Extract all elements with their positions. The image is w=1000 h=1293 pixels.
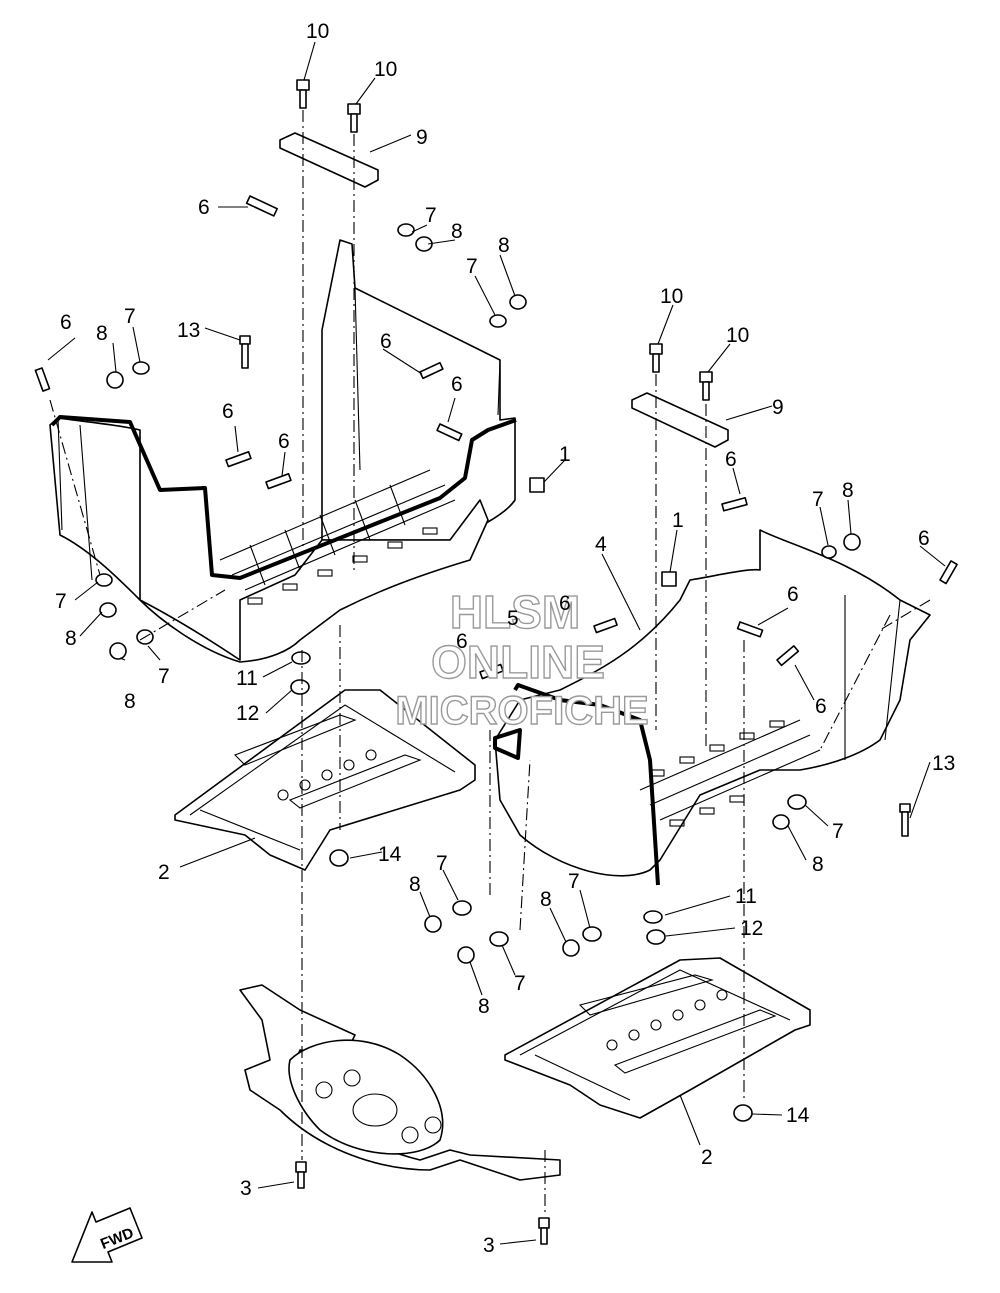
left-step-grid [219, 469, 456, 605]
callout-label: 6 [380, 330, 392, 353]
callout-label: 10 [726, 324, 749, 347]
callout-labels: 10 10 9 6 7 8 8 7 6 8 7 13 6 6 6 6 1 7 8… [55, 20, 955, 1257]
callout-label: 6 [815, 695, 827, 718]
callout-label: 6 [456, 630, 468, 653]
callout-label: 7 [425, 204, 437, 227]
callout-label: 14 [378, 843, 402, 866]
callout-label: 7 [568, 870, 580, 893]
callout-label: 8 [842, 479, 854, 502]
callout-label: 6 [278, 430, 290, 453]
left-skid-plate [174, 689, 476, 871]
callout-label: 12 [236, 702, 259, 725]
bolts [239, 79, 911, 1245]
watermark-line2: ONLINE [431, 636, 605, 688]
callout-label: 6 [222, 400, 234, 423]
callout-label: 10 [660, 285, 683, 308]
callout-label: 11 [735, 885, 757, 908]
callout-label: 4 [595, 533, 607, 556]
callout-label: 8 [96, 322, 108, 345]
right-step-grid [639, 719, 821, 827]
watermark-line1: HLSM [450, 586, 580, 638]
callout-label: 13 [177, 319, 200, 342]
callout-label: 8 [451, 220, 463, 243]
left-footrest-panel [49, 239, 517, 663]
callout-label: 3 [483, 1234, 495, 1257]
callout-label: 7 [466, 255, 478, 278]
callout-label: 9 [772, 396, 784, 419]
callout-label: 1 [559, 443, 571, 466]
callout-label: 8 [540, 888, 552, 911]
callout-label: 13 [932, 752, 955, 775]
callout-label: 2 [158, 861, 170, 884]
callout-label: 8 [812, 853, 824, 876]
callout-label: 6 [725, 448, 737, 471]
watermark: HLSM ONLINE MICROFICHE [395, 585, 650, 733]
callout-label: 7 [832, 820, 844, 843]
callout-label: 7 [812, 488, 824, 511]
callout-label: 11 [236, 667, 258, 690]
callout-label: 1 [672, 509, 684, 532]
callout-label: 10 [306, 20, 329, 43]
callout-label: 6 [787, 583, 799, 606]
callout-label: 6 [559, 592, 571, 615]
callout-label: 2 [701, 1146, 713, 1169]
callout-label: 8 [65, 627, 77, 650]
callout-label: 8 [124, 690, 136, 713]
assembly-lines [49, 110, 931, 1215]
callout-label: 7 [124, 305, 136, 328]
callout-label: 12 [740, 917, 763, 940]
callout-label: 8 [498, 234, 510, 257]
callout-label: 3 [240, 1177, 252, 1200]
callout-label: 7 [158, 665, 170, 688]
callout-label: 6 [918, 527, 930, 550]
callout-label: 7 [514, 972, 526, 995]
callout-label: 6 [198, 196, 210, 219]
fwd-arrow: FWD [71, 1207, 143, 1263]
nuts [99, 236, 861, 1122]
callout-label: 8 [478, 995, 490, 1018]
watermark-line3: MICROFICHE [395, 689, 648, 733]
right-skid-plate [504, 957, 811, 1119]
callout-label: 7 [436, 852, 448, 875]
leader-lines [47, 41, 946, 1245]
callout-label: 7 [55, 590, 67, 613]
callout-label: 5 [507, 607, 519, 630]
callout-label: 14 [786, 1104, 810, 1127]
clip-nuts [529, 477, 677, 587]
right-footrest-panel [493, 529, 931, 886]
frame-bracket [239, 984, 561, 1181]
callout-label: 8 [409, 873, 421, 896]
callout-label: 10 [374, 58, 397, 81]
callout-label: 9 [416, 126, 428, 149]
screws [34, 195, 958, 680]
callout-label: 6 [60, 311, 72, 334]
callout-label: 6 [451, 373, 463, 396]
